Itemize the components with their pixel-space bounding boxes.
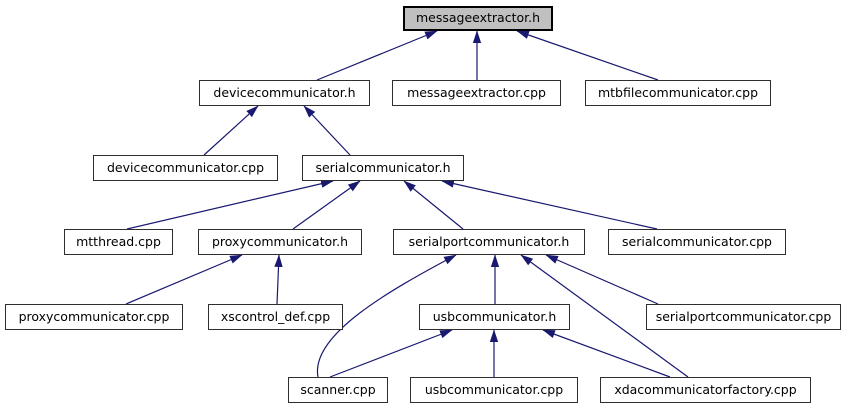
- node-serialcommunicator_cpp[interactable]: serialcommunicator.cpp: [608, 229, 786, 255]
- edge-serialportcommunicator_cpp--serialportcommunicator_h: [545, 254, 659, 305]
- node-proxycommunicator_h[interactable]: proxycommunicator.h: [198, 229, 362, 255]
- node-usbcommunicator_h[interactable]: usbcommunicator.h: [419, 304, 570, 330]
- node-serialportcommunicator_cpp[interactable]: serialportcommunicator.cpp: [646, 304, 841, 330]
- edge-devicecommunicator_h--messageextractor_h: [316, 30, 438, 81]
- node-serialportcommunicator_h[interactable]: serialportcommunicator.h: [393, 229, 585, 255]
- node-devicecommunicator_h[interactable]: devicecommunicator.h: [199, 80, 370, 106]
- node-xdacommunicatorfactory_cpp[interactable]: xdacommunicatorfactory.cpp: [600, 377, 811, 403]
- edge-scanner_cpp--serialportcommunicator_h: [316, 254, 457, 378]
- node-scanner_cpp[interactable]: scanner.cpp: [288, 377, 388, 403]
- edge-serialcommunicator_cpp--serialcommunicator_h: [441, 179, 658, 230]
- edge-devicecommunicator_cpp--devicecommunicator_h: [203, 105, 259, 156]
- edge-serialportcommunicator_h--serialcommunicator_h: [403, 180, 464, 230]
- edge-serialcommunicator_h--devicecommunicator_h: [303, 105, 351, 156]
- node-proxycommunicator_cpp[interactable]: proxycommunicator.cpp: [5, 304, 183, 330]
- node-devicecommunicator_cpp[interactable]: devicecommunicator.cpp: [93, 155, 278, 181]
- node-mtbfilecommunicator_cpp[interactable]: mtbfilecommunicator.cpp: [585, 80, 771, 106]
- node-mtthread_cpp[interactable]: mtthread.cpp: [64, 229, 173, 255]
- edge-scanner_cpp--usbcommunicator_h: [329, 329, 453, 378]
- node-usbcommunicator_cpp[interactable]: usbcommunicator.cpp: [410, 377, 578, 403]
- node-messageextractor_cpp[interactable]: messageextractor.cpp: [392, 80, 561, 106]
- edge-xdacommunicatorfactory_cpp--usbcommunicator_h: [542, 329, 671, 378]
- edge-xdacommunicatorfactory_cpp--serialportcommunicator_h: [520, 254, 689, 378]
- edge-xscontrol_def_cpp--proxycommunicator_h: [274, 254, 283, 305]
- edge-mtthread_cpp--serialcommunicator_h: [126, 179, 334, 230]
- edge-mtbfilecommunicator_cpp--messageextractor_h: [516, 30, 659, 81]
- node-xscontrol_def_cpp[interactable]: xscontrol_def.cpp: [208, 304, 343, 330]
- node-serialcommunicator_h[interactable]: serialcommunicator.h: [302, 155, 464, 181]
- edge-proxycommunicator_h--serialcommunicator_h: [292, 180, 361, 230]
- edge-proxycommunicator_cpp--proxycommunicator_h: [125, 254, 243, 305]
- node-messageextractor_h[interactable]: messageextractor.h: [403, 6, 553, 31]
